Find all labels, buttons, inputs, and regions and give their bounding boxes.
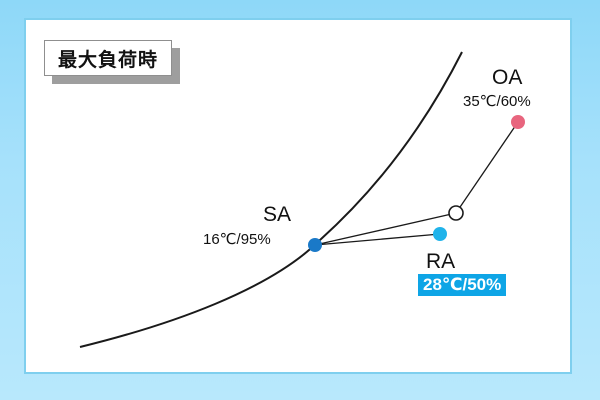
line-oa-to-mix: [455, 121, 519, 214]
saturation-curve: [79, 51, 463, 348]
oa-label: OA: [492, 66, 523, 89]
sa-value: 16℃/95%: [203, 231, 271, 248]
oa-value: 35℃/60%: [463, 93, 531, 110]
sa-label: SA: [263, 203, 292, 226]
title-text: 最大負荷時: [57, 49, 158, 71]
line-sa-to-mix: [314, 212, 457, 246]
line-sa-to-ra: [314, 233, 441, 246]
ra-label: RA: [426, 250, 456, 273]
mix-point: [448, 205, 464, 221]
ra-value-badge: 28℃/50%: [418, 274, 507, 296]
oa-point: [511, 115, 525, 129]
title-tag: 最大負荷時: [44, 40, 172, 76]
sa-point: [308, 238, 322, 252]
ra-point: [433, 227, 447, 241]
